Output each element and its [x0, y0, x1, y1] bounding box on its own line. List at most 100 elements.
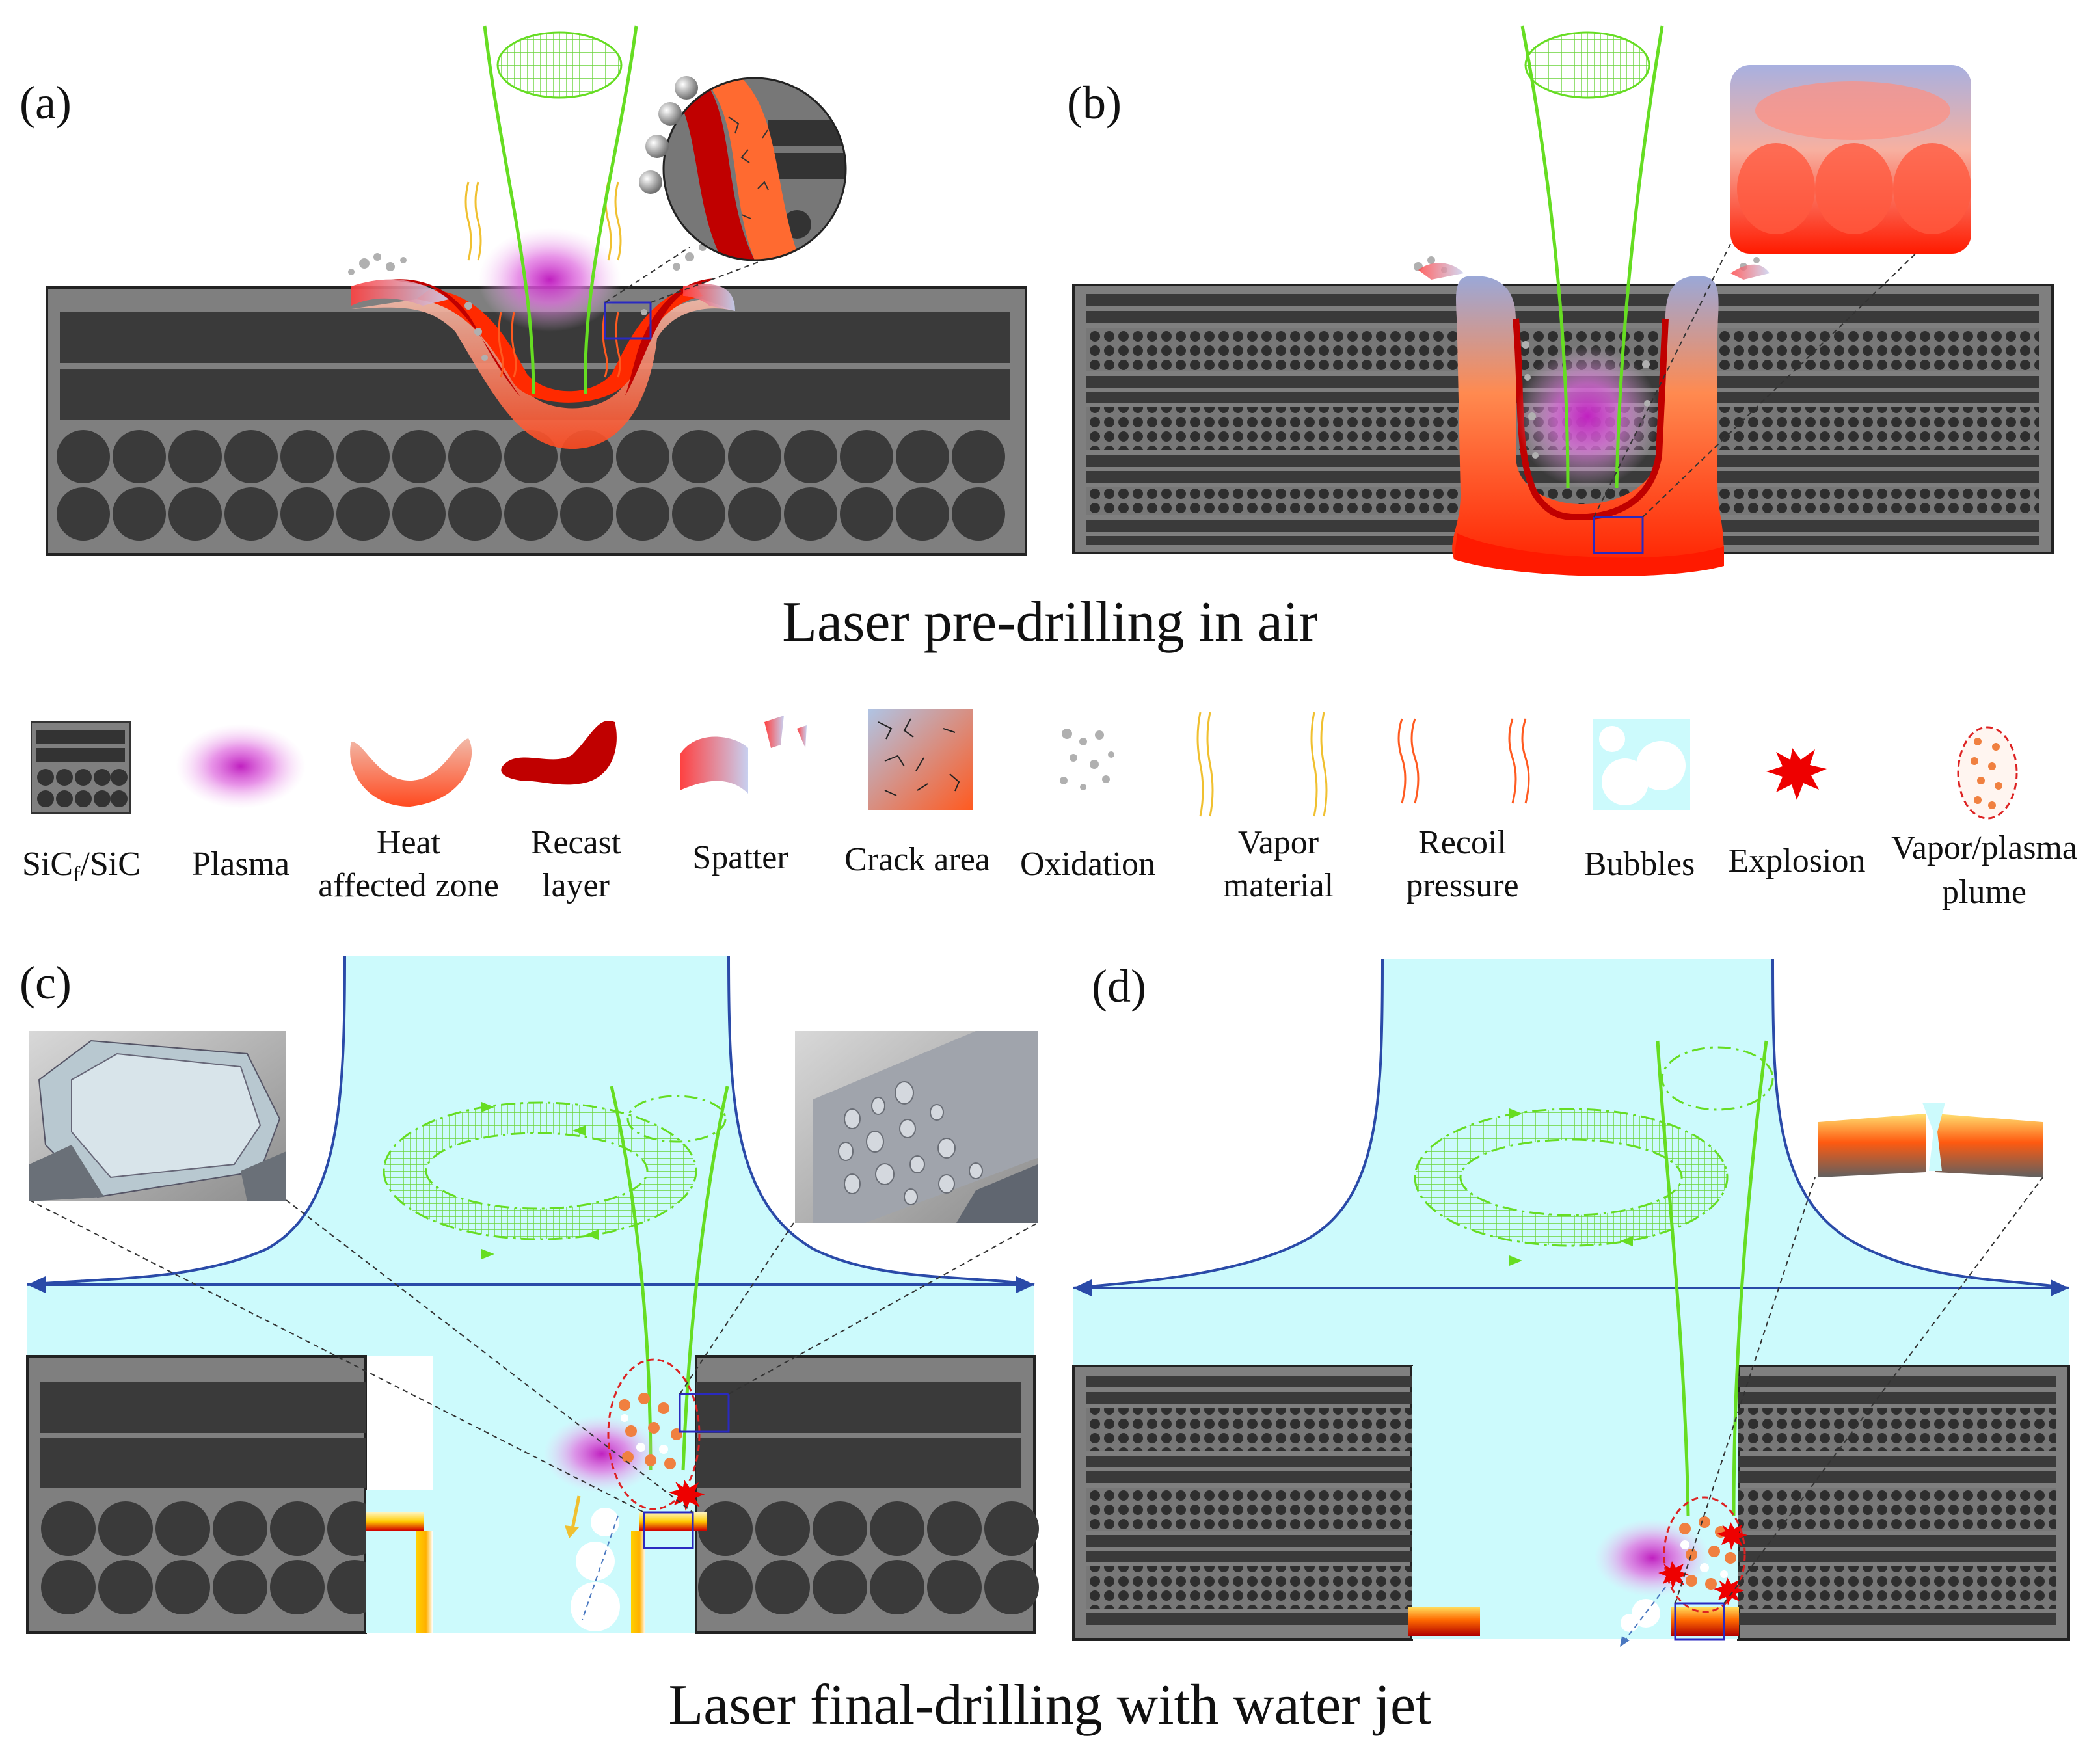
heat-affected-zone-b	[1452, 276, 1724, 569]
plasma-c	[543, 1415, 660, 1493]
fiber-circle	[672, 487, 725, 541]
zoom-inset-b	[1730, 65, 1971, 254]
panel-c: (c)	[20, 956, 1039, 1634]
fiber-circle	[698, 1501, 753, 1556]
inset-d	[1818, 1103, 2043, 1177]
legend-label-haz-2: affected zone	[318, 867, 499, 904]
legend-label-spatter: Spatter	[692, 839, 788, 876]
fiber-circle	[280, 430, 334, 483]
fiber-circle	[728, 430, 781, 483]
fiber-circle	[224, 487, 278, 541]
laser-beam-right-b	[1615, 25, 1664, 489]
vapor-plasma-plume-c	[607, 1358, 701, 1510]
fiber-circle	[870, 1501, 924, 1556]
laser-beam-right-d	[1732, 1040, 1768, 1516]
bubble-arrow-c	[565, 1495, 619, 1620]
fiber-circle	[840, 430, 893, 483]
water-flow-arrow-c	[27, 1276, 1034, 1293]
legend-label-crack: Crack area	[844, 841, 990, 878]
legend: SiCf/SiC Plasma Heat affected zone Recas…	[22, 709, 2077, 911]
fiber-band	[1086, 294, 2039, 306]
fiber-circle	[392, 430, 446, 483]
fiber-circle	[57, 430, 110, 483]
fiber-circle	[504, 430, 558, 483]
panel-d: (d)	[1072, 959, 2070, 1647]
heat-affected-zone-a	[351, 299, 735, 449]
fiber-layer-c3	[696, 1382, 1021, 1433]
fiber-circle	[784, 487, 837, 541]
oxidation-debris-a	[348, 243, 707, 361]
laser-beam-right-a	[584, 25, 638, 394]
fiber-circle	[840, 487, 893, 541]
fiber-circle	[270, 1501, 325, 1556]
fiber-circle	[952, 487, 1005, 541]
legend-icon-recast	[501, 721, 617, 785]
legend-icon-bubbles	[1593, 719, 1690, 810]
fiber-layer-c2	[40, 1438, 366, 1488]
laser-beam-right-c	[681, 1086, 729, 1471]
laser-beam-left-a	[483, 25, 535, 394]
panel-label-a: (a)	[20, 77, 72, 129]
legend-icon-vapor	[1196, 712, 1328, 817]
hole-wall-c-right	[631, 1531, 645, 1633]
laser-focus-spot-d	[1661, 1046, 1774, 1111]
legend-label-recast-1: Recast	[531, 824, 621, 861]
fiber-layer-c1	[40, 1382, 366, 1433]
zoom-marker-a	[604, 301, 652, 340]
fiber-circle	[813, 1560, 867, 1614]
spatter-a-left	[351, 279, 449, 306]
fiber-circle	[784, 430, 837, 483]
fiber-circle	[41, 1501, 96, 1556]
fiber-circle	[870, 1560, 924, 1614]
plasma-a	[478, 228, 621, 332]
fiber-circle	[813, 1501, 867, 1556]
fiber-circle	[392, 487, 446, 541]
spatter-b-right	[1730, 264, 1770, 280]
laser-focus-spot-b	[1524, 31, 1650, 99]
legend-label-recoil-2: pressure	[1406, 867, 1518, 904]
fiber-circle	[698, 1560, 753, 1614]
fiber-circle	[98, 1501, 153, 1556]
fiber-circle	[213, 1560, 267, 1614]
fiber-circle	[616, 487, 669, 541]
spatter-b-left	[1418, 263, 1464, 280]
fiber-circle	[168, 430, 222, 483]
zoom-line-a1	[604, 247, 690, 303]
plasma-d	[1594, 1519, 1711, 1597]
legend-label-recast-2: layer	[542, 867, 610, 904]
caption-bottom: Laser final-drilling with water jet	[669, 1674, 1432, 1737]
caption-top: Laser pre-drilling in air	[782, 591, 1317, 654]
inset-c-left	[29, 1031, 286, 1201]
fiber-circle	[952, 430, 1005, 483]
recast-layer-a-right	[625, 278, 716, 397]
recast-strip-d-left	[1408, 1607, 1480, 1636]
molten-base-b	[1454, 533, 1724, 577]
fiber-circle	[616, 430, 669, 483]
zoom-line-b2	[1642, 243, 1926, 518]
fiber-circle	[927, 1560, 982, 1614]
panel-label-d: (d)	[1092, 960, 1146, 1012]
fiber-circle	[98, 1560, 153, 1614]
fiber-circle	[336, 487, 390, 541]
spatter-a-right	[683, 284, 735, 311]
fiber-circle	[113, 487, 166, 541]
fiber-circle	[113, 430, 166, 483]
recast-ledge-c-right	[639, 1512, 707, 1531]
zoom-lines-c	[29, 1199, 1038, 1513]
fiber-circle	[728, 487, 781, 541]
inset-c-right	[795, 1031, 1038, 1223]
fiber-circle	[984, 1501, 1039, 1556]
water-flow-arrow-d	[1073, 1279, 2069, 1296]
vapor-plasma-plume-d	[1663, 1496, 1746, 1613]
fiber-band	[1086, 311, 2039, 323]
zoom-inset-a	[662, 77, 847, 261]
fiber-circle	[755, 1560, 810, 1614]
panel-label-b: (b)	[1067, 77, 1122, 129]
legend-icon-explosion	[1766, 748, 1827, 800]
fiber-circle	[560, 487, 613, 541]
fiber-circle	[755, 1501, 810, 1556]
legend-icon-plasma	[176, 724, 306, 809]
oxygen-particles-a	[639, 76, 698, 194]
fiber-circle	[155, 1560, 210, 1614]
